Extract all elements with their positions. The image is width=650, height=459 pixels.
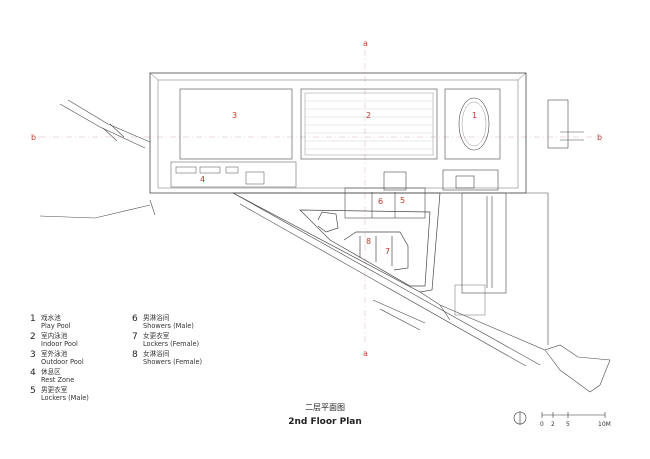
scale-bar <box>541 412 606 418</box>
right-external-stair <box>547 99 584 149</box>
room-labels: 3 2 1 4 6 5 8 7 <box>200 111 477 256</box>
legend-num: 2 <box>30 332 36 342</box>
room-label-7: 7 <box>385 247 390 256</box>
north-arrow-icon <box>513 411 527 425</box>
legend-en: Play Pool <box>41 322 71 331</box>
scale-label-0: 0 <box>540 421 544 428</box>
plan-title-en: 2nd Floor Plan <box>288 417 362 427</box>
legend-num: 1 <box>30 314 36 324</box>
scale-label-5: 5 <box>566 421 570 428</box>
room-label-8: 8 <box>366 237 371 246</box>
diagonal-ramp <box>232 192 611 393</box>
legend-zh: 女淋浴间 <box>143 350 170 358</box>
legend-zh: 室内泳池 <box>41 332 68 340</box>
legend-num: 6 <box>132 314 138 324</box>
legend-num: 4 <box>30 368 36 378</box>
section-mark-b-right: b <box>597 133 602 142</box>
room-label-4: 4 <box>200 175 205 184</box>
legend-num: 3 <box>30 350 36 360</box>
scale-label-10m: 10M <box>598 421 611 428</box>
legend-en: Indoor Pool <box>41 340 78 349</box>
legend-zh: 男淋浴间 <box>143 314 170 322</box>
outdoor-pool <box>179 88 293 160</box>
scale-label-2: 2 <box>551 421 555 428</box>
left-external-stair <box>39 99 156 219</box>
room-label-5: 5 <box>400 196 405 205</box>
legend-zh: 休息区 <box>41 368 61 376</box>
legend-en: Showers (Female) <box>143 358 203 367</box>
legend-num: 7 <box>132 332 138 342</box>
locker-core <box>344 169 499 219</box>
legend-en: Lockers (Male) <box>41 394 89 403</box>
room-label-1: 1 <box>472 111 477 120</box>
legend-zh: 男更衣室 <box>41 386 68 394</box>
plan-title-zh: 二层平面图 <box>305 403 345 412</box>
legend-num: 5 <box>30 386 36 396</box>
section-mark-a-bottom: a <box>363 349 368 358</box>
legend-zh: 室外泳池 <box>41 350 68 358</box>
play-pool <box>444 88 501 160</box>
triangle-wing <box>232 192 441 293</box>
section-guides <box>40 50 600 345</box>
room-label-3: 3 <box>232 111 237 120</box>
legend-num: 8 <box>132 350 138 360</box>
legend-en: Lockers (Female) <box>143 340 200 349</box>
section-mark-a-top: a <box>363 39 368 48</box>
room-label-2: 2 <box>366 111 371 120</box>
east-corridor <box>454 192 549 345</box>
room-label-6: 6 <box>378 197 383 206</box>
legend-en: Outdoor Pool <box>41 358 84 367</box>
legend-zh: 戏水池 <box>41 314 61 322</box>
legend-en: Showers (Male) <box>143 322 194 331</box>
rest-zone-strip <box>170 161 297 188</box>
legend-zh: 女更衣室 <box>143 332 170 340</box>
legend-en: Rest Zone <box>41 376 75 385</box>
section-mark-b-left: b <box>31 133 36 142</box>
indoor-pool <box>300 88 438 160</box>
